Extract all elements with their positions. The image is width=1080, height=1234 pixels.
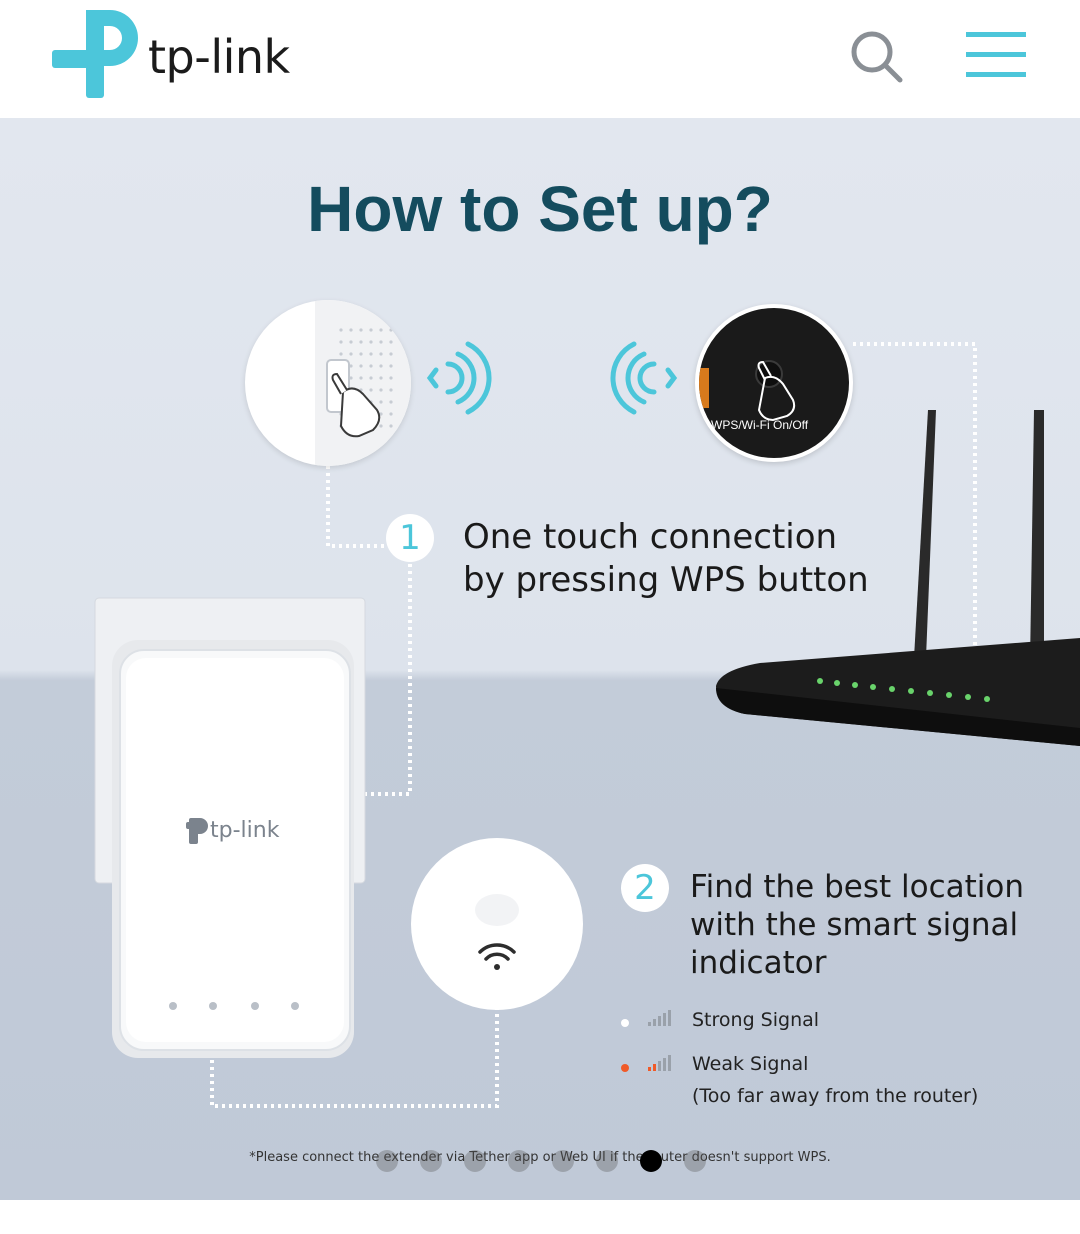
strong-signal-led-dot [621,1019,629,1027]
tp-link-logo[interactable]: tp-link [52,10,292,102]
search-icon[interactable] [848,28,904,84]
setup-illustration [94,341,1080,1108]
range-extender-device [112,640,354,1058]
wifi-waves-left-icon [610,341,678,415]
hamburger-menu-icon[interactable] [966,30,1026,80]
banner-title: How to Set up? [307,173,773,245]
extender-wps-button-illustration [315,300,411,466]
carousel-dot[interactable] [376,1150,398,1172]
carousel-dot-active[interactable] [640,1150,662,1172]
extender-logo-text: tp-link [210,818,280,843]
wifi-waves-right-icon [426,341,492,415]
carousel-dot[interactable] [596,1150,618,1172]
router-wps-button-illustration [699,360,796,422]
banner-footnote: *Please connect the extender via Tether … [249,1150,831,1165]
strong-signal-bars-icon [648,1010,671,1026]
carousel-dot[interactable] [420,1150,442,1172]
logo-wordmark: tp-link [148,30,290,84]
router-wps-closeup: WPS/Wi-Fi On/Off [695,304,853,462]
carousel-dot[interactable] [508,1150,530,1172]
weak-signal-bars-icon [648,1055,671,1071]
setup-banner-slide[interactable]: How to Set up? [0,118,1080,1200]
extender-wps-closeup [245,300,411,466]
smart-signal-indicator [411,838,583,1010]
legend-weak-note: (Too far away from the router) [692,1085,979,1107]
legend-weak-signal: Weak Signal [692,1053,809,1075]
router-device [716,410,1080,746]
step-1-badge: 1 [386,514,434,562]
tp-link-logo-mark-icon [52,10,138,98]
site-header: tp-link [0,0,1080,118]
router-wps-caption: WPS/Wi-Fi On/Off [711,418,809,432]
dotted-connector-lines [210,342,977,1108]
step-2-badge: 2 [621,864,669,912]
carousel-pagination [376,1150,706,1172]
legend-strong-signal: Strong Signal [692,1009,820,1031]
step-1-text: One touch connection by pressing WPS but… [463,517,869,600]
carousel-dot[interactable] [684,1150,706,1172]
carousel-dot[interactable] [552,1150,574,1172]
carousel-dot[interactable] [464,1150,486,1172]
weak-signal-led-dot [621,1064,629,1072]
step-2-text: Find the best location with the smart si… [690,869,1025,981]
